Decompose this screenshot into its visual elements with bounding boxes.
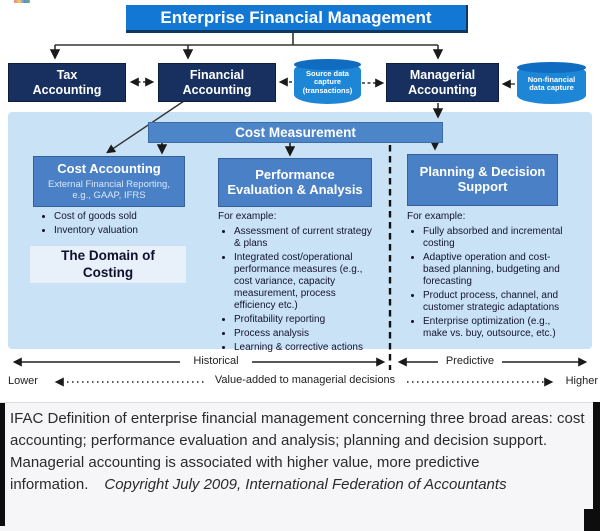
list-item: Integrated cost/operational performance … <box>234 252 378 312</box>
source-data-label: Source data capture (transactions) <box>302 69 353 95</box>
list-item: Inventory valuation <box>54 225 188 237</box>
planning-title: Planning & Decision Support <box>419 164 546 194</box>
list-item: Cost of goods sold <box>54 211 188 223</box>
tax-accounting-box: Tax Accounting <box>8 63 126 102</box>
performance-bullets: For example: Assessment of current strat… <box>218 211 378 356</box>
cost-accounting-box: Cost Accounting External Financial Repor… <box>33 156 185 207</box>
artifact-speck <box>14 0 30 3</box>
caption-copyright: Copyright July 2009, International Feder… <box>104 476 507 493</box>
list-item: Learning & corrective actions <box>234 342 378 354</box>
cost-accounting-title: Cost Accounting <box>57 160 161 176</box>
planning-intro: For example: <box>407 211 466 222</box>
list-item: Profitability reporting <box>234 314 378 326</box>
planning-bullets-list: Fully absorbed and incremental costingAd… <box>407 226 565 340</box>
list-item: Product process, channel, and customer s… <box>423 290 565 314</box>
predictive-label: Predictive <box>438 355 502 370</box>
left-border-bar <box>0 403 5 526</box>
list-item: Adaptive operation and cost-based planni… <box>423 252 565 288</box>
right-border-bar <box>593 402 600 531</box>
performance-bullets-list: Assessment of current strategy & plansIn… <box>218 226 378 354</box>
tree-connector <box>55 33 438 46</box>
non-financial-cylinder-icon: Non-financial data capture <box>517 62 586 104</box>
list-item: Fully absorbed and incremental costing <box>423 226 565 250</box>
list-item: Assessment of current strategy & plans <box>234 226 378 250</box>
source-data-cylinder-icon: Source data capture (transactions) <box>294 59 361 104</box>
planning-bullets: For example: Fully absorbed and incremen… <box>407 211 565 342</box>
list-item: Enterprise optimization (e.g., make vs. … <box>423 316 565 340</box>
domain-of-costing-box: The Domain of Costing <box>30 246 186 283</box>
financial-accounting-box: Financial Accounting <box>158 63 276 102</box>
caption-panel: IFAC Definition of enterprise financial … <box>0 402 600 531</box>
lower-label: Lower <box>8 375 48 390</box>
historical-label: Historical <box>180 355 252 370</box>
caption-body: IFAC Definition of enterprise financial … <box>10 410 585 493</box>
caption-text: IFAC Definition of enterprise financial … <box>10 408 588 496</box>
managerial-accounting-box: Managerial Accounting <box>386 63 499 102</box>
list-item: Process analysis <box>234 328 378 340</box>
performance-intro: For example: <box>218 211 277 222</box>
page-title: Enterprise Financial Management <box>126 5 468 33</box>
cost-measurement-bar: Cost Measurement <box>148 122 443 143</box>
non-financial-label: Non-financial data capture <box>527 74 576 92</box>
cost-accounting-bullets: Cost of goods soldInventory valuation <box>38 211 188 239</box>
cost-accounting-subtitle: External Financial Reporting, e.g., GAAP… <box>48 178 170 201</box>
higher-label: Higher <box>556 375 598 390</box>
cost-bullets-list: Cost of goods soldInventory valuation <box>38 211 188 237</box>
performance-title: Performance Evaluation & Analysis <box>227 166 363 197</box>
performance-box: Performance Evaluation & Analysis <box>218 158 372 207</box>
corner-block <box>584 509 600 531</box>
value-added-label: Value-added to managerial decisions <box>205 374 405 390</box>
costing-domain-panel <box>8 112 592 349</box>
planning-box: Planning & Decision Support <box>407 154 558 206</box>
